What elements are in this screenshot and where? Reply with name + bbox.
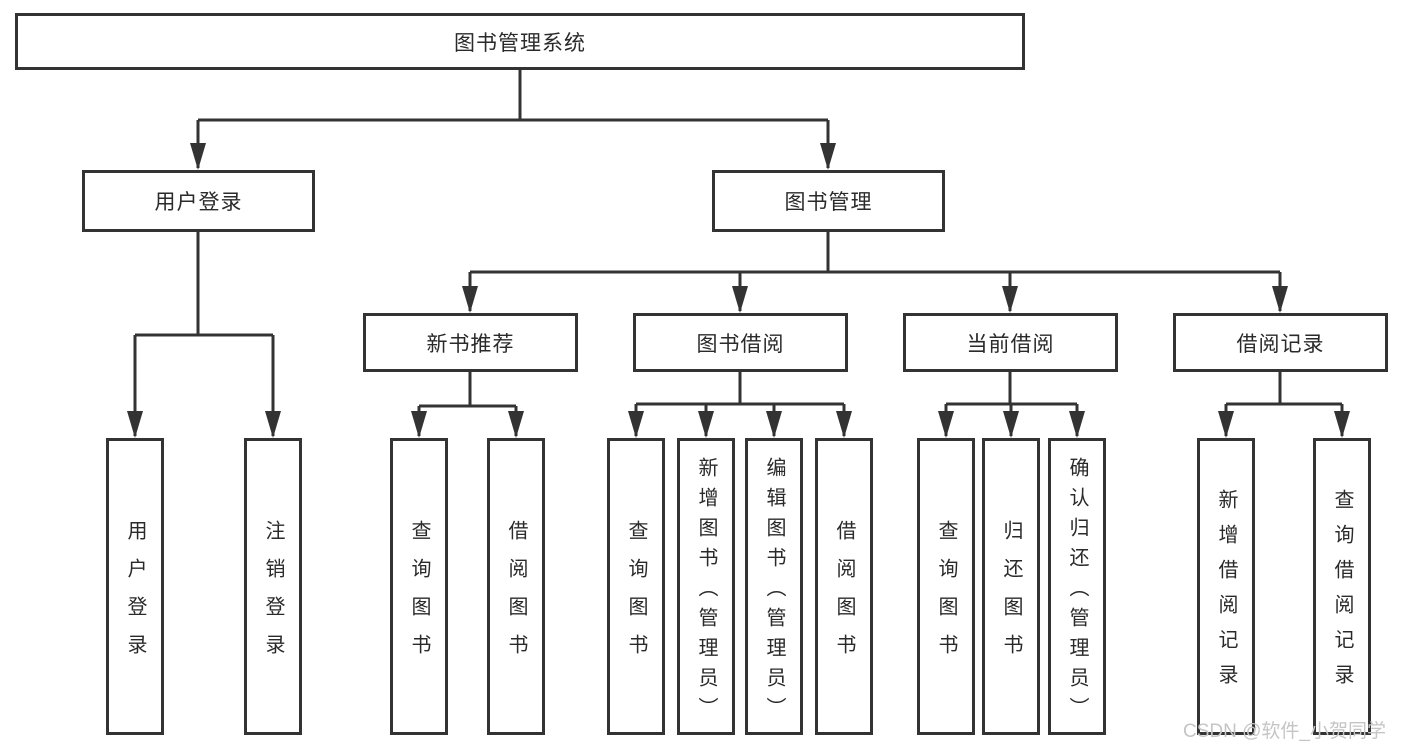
leaf-borrow-books: 借阅图书 bbox=[815, 438, 873, 735]
arrowhead-down-icon bbox=[820, 143, 836, 170]
leaf-borrow-books-rec: 借阅图书 bbox=[487, 438, 545, 735]
arrowhead-down-icon bbox=[411, 411, 427, 438]
leaf-label: 归还图书 bbox=[1000, 519, 1022, 672]
node-user-login: 用户登录 bbox=[82, 170, 315, 232]
arrowhead-down-icon bbox=[1272, 286, 1288, 313]
arrowhead-down-icon bbox=[1003, 411, 1019, 438]
leaf-label: 借阅图书 bbox=[505, 519, 527, 672]
leaf-label: 查询图书 bbox=[935, 519, 957, 672]
leaf-user-login: 用户登录 bbox=[106, 438, 164, 735]
arrowhead-down-icon bbox=[1334, 411, 1350, 438]
arrowhead-down-icon bbox=[698, 411, 714, 438]
leaf-label: 借阅图书 bbox=[833, 519, 855, 672]
node-label: 图书管理系统 bbox=[454, 31, 586, 55]
leaf-edit-books-admin: 编辑图书（管理员） bbox=[745, 438, 803, 735]
connector-root-to-level2 bbox=[196, 70, 830, 168]
node-current-borrowing: 当前借阅 bbox=[903, 313, 1118, 372]
node-label: 用户登录 bbox=[154, 191, 243, 214]
leaf-return-books: 归还图书 bbox=[982, 438, 1040, 735]
leaf-label: 编辑图书（管理员） bbox=[763, 456, 785, 727]
leaf-add-books-admin: 新增图书（管理员） bbox=[677, 438, 735, 735]
csdn-watermark: CSDN @软件_小贺同学 bbox=[1183, 721, 1386, 742]
leaf-query-books-borrow: 查询图书 bbox=[607, 438, 665, 735]
arrowhead-down-icon bbox=[190, 143, 206, 170]
node-label: 图书借阅 bbox=[696, 332, 785, 356]
leaf-label: 查询图书 bbox=[625, 519, 647, 672]
connector-new-book-rec-to-leaves bbox=[417, 372, 518, 436]
node-book-borrowing: 图书借阅 bbox=[633, 313, 848, 372]
arrowhead-down-icon bbox=[766, 411, 782, 438]
node-label: 图书管理 bbox=[784, 191, 873, 214]
leaf-label: 新增借阅记录 bbox=[1215, 489, 1237, 699]
arrowhead-down-icon bbox=[462, 286, 478, 313]
connector-book-mgmt-to-level3 bbox=[468, 232, 1282, 311]
node-new-book-recommendation: 新书推荐 bbox=[363, 313, 578, 372]
arrowhead-down-icon bbox=[508, 411, 524, 438]
leaf-label: 新增图书（管理员） bbox=[695, 456, 717, 727]
arrowhead-down-icon bbox=[732, 286, 748, 313]
node-label: 借阅记录 bbox=[1236, 332, 1325, 356]
leaf-query-books-rec: 查询图书 bbox=[390, 438, 448, 735]
leaf-label: 查询借阅记录 bbox=[1331, 489, 1353, 699]
arrowhead-down-icon bbox=[1069, 411, 1085, 438]
leaf-logout: 注销登录 bbox=[244, 438, 302, 735]
leaf-add-borrow-record: 新增借阅记录 bbox=[1197, 438, 1255, 735]
leaf-label: 用户登录 bbox=[124, 519, 146, 672]
leaf-label: 注销登录 bbox=[262, 519, 284, 672]
leaf-query-borrow-record: 查询借阅记录 bbox=[1313, 438, 1371, 735]
connector-user-login-to-leaves bbox=[133, 232, 275, 436]
node-label: 当前借阅 bbox=[966, 332, 1055, 356]
connector-borrow-records-to-leaves bbox=[1224, 372, 1344, 436]
leaf-query-books-current: 查询图书 bbox=[917, 438, 975, 735]
arrowhead-down-icon bbox=[938, 411, 954, 438]
arrowhead-down-icon bbox=[127, 411, 143, 438]
connector-book-borrow-to-leaves bbox=[634, 372, 846, 436]
node-library-management-system: 图书管理系统 bbox=[15, 13, 1025, 70]
arrowhead-down-icon bbox=[1218, 411, 1234, 438]
node-label: 新书推荐 bbox=[426, 332, 515, 356]
arrowhead-down-icon bbox=[628, 411, 644, 438]
arrowhead-down-icon bbox=[265, 411, 281, 438]
arrowhead-down-icon bbox=[1002, 286, 1018, 313]
leaf-label: 确认归还（管理员） bbox=[1066, 456, 1088, 727]
node-borrowing-records: 借阅记录 bbox=[1173, 313, 1388, 372]
node-book-management: 图书管理 bbox=[712, 170, 945, 232]
leaf-label: 查询图书 bbox=[408, 519, 430, 672]
arrowhead-down-icon bbox=[836, 411, 852, 438]
leaf-confirm-return-admin: 确认归还（管理员） bbox=[1048, 438, 1106, 735]
